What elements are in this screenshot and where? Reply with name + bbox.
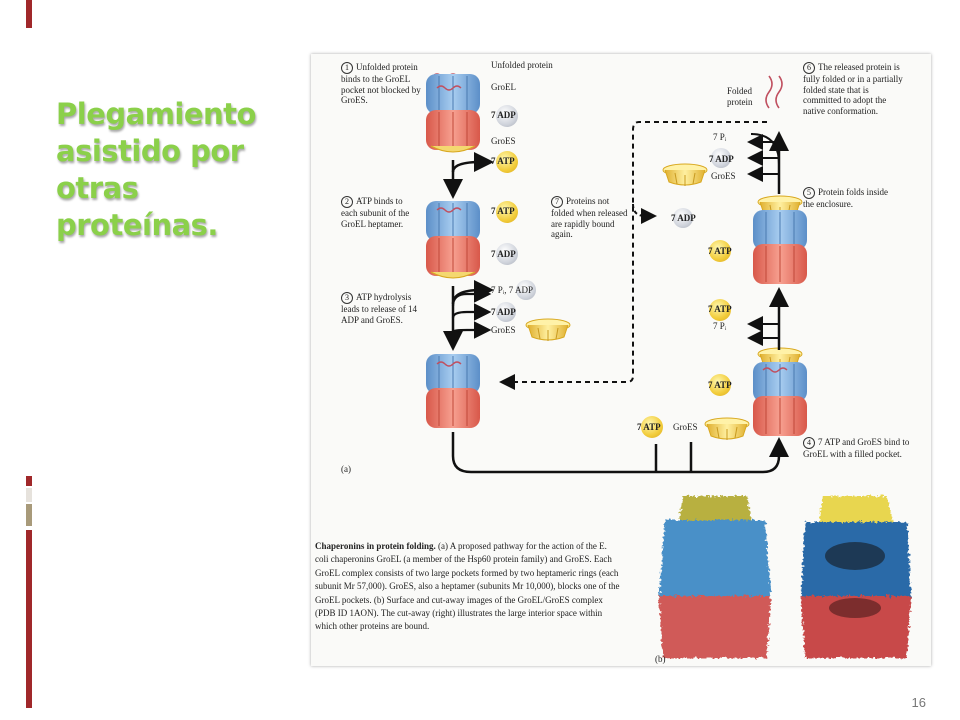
label-pi-right-2: 7 Pᵢ — [713, 321, 727, 331]
adp-orb-6 — [711, 148, 731, 168]
figure-caption: Chaperonins in protein folding. (a) A pr… — [315, 540, 621, 634]
adp-orb-5 — [673, 208, 693, 228]
atp-orb-2 — [496, 201, 518, 223]
step-2-number: 2 — [341, 196, 353, 208]
pathway-diagram — [425, 73, 808, 474]
label-atp-bottom: 7 ATP — [637, 422, 661, 432]
arrow-branch-1 — [451, 152, 494, 173]
step-1-text: Unfolded protein binds to the GroEL pock… — [341, 62, 421, 105]
label-atp-1: 7 ATP — [491, 156, 515, 166]
step-5-text: Protein folds inside the enclosure. — [803, 187, 888, 209]
atp-orb-5 — [709, 374, 731, 396]
step-1-number: 1 — [341, 62, 353, 74]
label-adp-right: 7 ADP — [709, 154, 734, 164]
step-3-text: ATP hydrolysis leads to release of 14 AD… — [341, 292, 417, 325]
atp-orb-3 — [709, 240, 731, 262]
label-groes-top: GroES — [491, 136, 516, 146]
label-groel: GroEL — [491, 82, 516, 92]
step-4-text: 7 ATP and GroES bind to GroEL with a fil… — [803, 437, 910, 459]
panel-b-label: (b) — [655, 654, 666, 664]
slide-title: Plegamiento asistido por otras proteínas… — [56, 97, 256, 242]
label-adp-2: 7 ADP — [491, 249, 516, 259]
step-2-text: ATP binds to each subunit of the GroEL h… — [341, 196, 410, 229]
accent-bar-bottom — [26, 530, 32, 708]
step-3-number: 3 — [341, 292, 353, 304]
label-adp-mid: 7 ADP — [671, 213, 696, 223]
step-4-number: 4 — [803, 437, 815, 449]
label-groes-3: GroES — [491, 325, 516, 335]
label-folded-protein: Folded protein — [727, 86, 753, 107]
groes-free-1 — [662, 163, 708, 187]
label-adp-1: 7 ADP — [491, 110, 516, 120]
arrow-loop-bottom — [451, 432, 789, 474]
panel-a-label: (a) — [341, 464, 351, 474]
atp-orb-6 — [641, 416, 663, 438]
groel-complex-2 — [425, 200, 481, 279]
step-7-text: Proteins not folded when released are ra… — [551, 196, 628, 239]
groel-groes-surface-images — [659, 496, 911, 658]
adp-orb-3 — [516, 280, 536, 300]
label-groes-bottom: GroES — [673, 422, 698, 432]
label-atp-right-3: 7 ATP — [708, 380, 732, 390]
figure-chaperonin: Unfolded protein GroEL 7 ADP GroES 7 ATP… — [311, 54, 931, 666]
label-groes-right: GroES — [711, 171, 736, 181]
adp-orb-2 — [496, 243, 518, 265]
label-pi-right-1: 7 Pᵢ — [713, 132, 727, 142]
groel-complex-1 — [425, 73, 481, 153]
groes-free-2 — [525, 318, 571, 342]
label-atp-right-1: 7 ATP — [708, 246, 732, 256]
label-adp-3: 7 ADP — [491, 307, 516, 317]
adp-orb-1 — [496, 105, 518, 127]
step-5-number: 5 — [803, 187, 815, 199]
atp-orb-4 — [709, 299, 731, 321]
accent-tick-red — [26, 476, 32, 486]
groes-free-3 — [704, 417, 750, 441]
label-atp-2: 7 ATP — [491, 206, 515, 216]
label-pi-adp: 7 Pᵢ, 7 ADP — [491, 285, 533, 295]
step-6-number: 6 — [803, 62, 815, 74]
atp-orb-1 — [496, 151, 518, 173]
accent-bar-top — [26, 0, 32, 28]
page-number: 16 — [911, 695, 926, 710]
caption-body: (a) A proposed pathway for the action of… — [315, 541, 620, 632]
step-6-text: The released protein is fully folded or … — [803, 62, 903, 116]
step-7-number: 7 — [551, 196, 563, 208]
groel-complex-3 — [425, 353, 481, 429]
groel-complex-5 — [752, 195, 808, 285]
folded-protein-icon — [765, 75, 783, 109]
groel-complex-4 — [752, 347, 808, 437]
accent-tick-tan — [26, 504, 32, 526]
arrow-recycle-dashed — [499, 121, 767, 390]
label-unfolded-protein: Unfolded protein — [491, 60, 553, 70]
adp-orb-4 — [496, 302, 516, 322]
caption-title: Chaperonins in protein folding. — [315, 541, 436, 551]
accent-tick-light — [26, 488, 32, 502]
label-atp-right-2: 7 ATP — [708, 304, 732, 314]
